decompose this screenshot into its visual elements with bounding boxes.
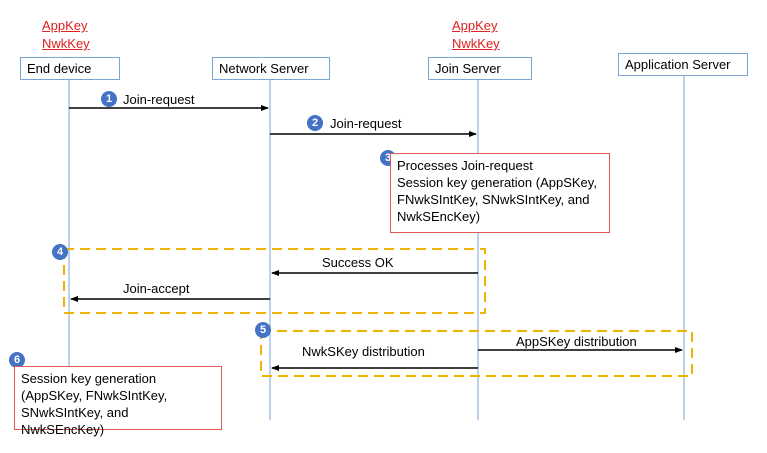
note-end-device-line2: (AppSKey, FNwkSIntKey, — [21, 388, 168, 403]
end-device-key-appkey: AppKey — [42, 18, 88, 33]
note-end-device-key-generation: Session key generation (AppSKey, FNwkSIn… — [14, 366, 222, 437]
note-join-server-line1: Processes Join-request — [397, 158, 533, 173]
note-join-server-line4: NwkSEncKey) — [397, 209, 481, 224]
message-appskey-distribution: AppSKey distribution — [516, 334, 637, 349]
highlight-box-step4 — [63, 248, 486, 314]
highlight-box-step5 — [260, 330, 693, 377]
message-join-request-2: Join-request — [330, 116, 402, 131]
participant-end-device: End device — [20, 57, 120, 80]
join-server-key-nwkkey: NwkKey — [452, 36, 500, 51]
step-badge-1: 1 — [101, 91, 117, 107]
note-join-server-line3: FNwkSIntKey, SNwkSIntKey, and — [397, 192, 590, 207]
end-device-key-nwkkey: NwkKey — [42, 36, 90, 51]
message-join-request-1: Join-request — [123, 92, 195, 107]
note-end-device-line3: SNwkSIntKey, and NwkSEncKey) — [21, 405, 129, 437]
join-server-key-appkey: AppKey — [452, 18, 498, 33]
participant-network-server: Network Server — [212, 57, 330, 80]
step-badge-6: 6 — [9, 352, 25, 368]
note-join-server-line2: Session key generation (AppSKey, — [397, 175, 597, 190]
message-nwkskey-distribution: NwkSKey distribution — [302, 344, 425, 359]
participant-join-server: Join Server — [428, 57, 532, 80]
message-success-ok: Success OK — [322, 255, 394, 270]
note-end-device-line1: Session key generation — [21, 371, 157, 386]
note-join-server-processing: Processes Join-request Session key gener… — [390, 153, 610, 233]
message-join-accept: Join-accept — [123, 281, 190, 296]
step-badge-2: 2 — [307, 115, 323, 131]
step-badge-4: 4 — [52, 244, 68, 260]
step-badge-5: 5 — [255, 322, 271, 338]
participant-application-server: Application Server — [618, 53, 748, 76]
